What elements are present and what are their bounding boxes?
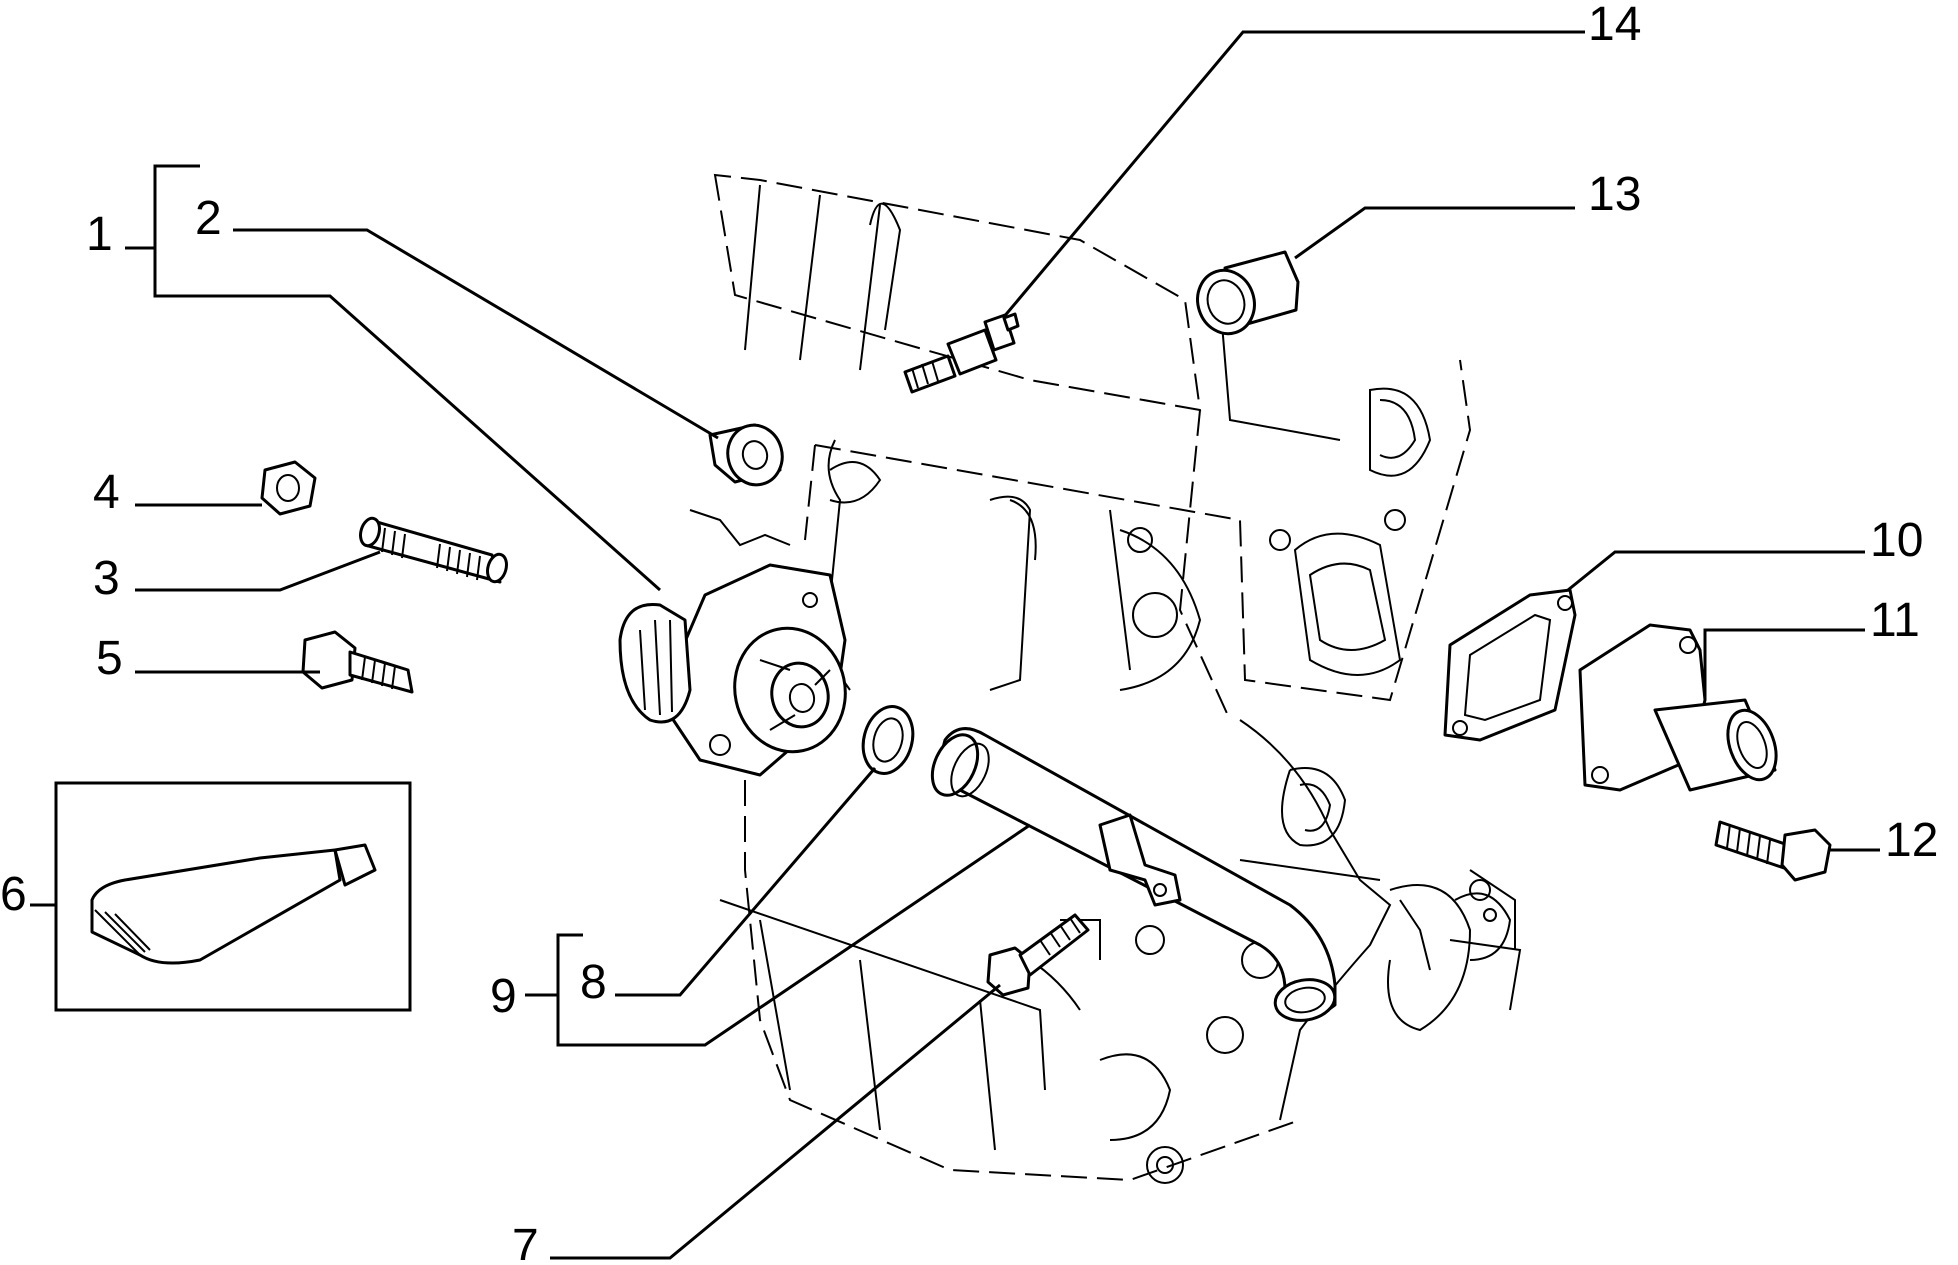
callout-7: 7 [512, 1220, 539, 1260]
callout-12: 12 [1885, 814, 1938, 867]
leader-lines [30, 30, 1880, 1260]
part-6-sealant-tube [54, 781, 412, 1012]
callout-3: 3 [93, 552, 120, 605]
callout-14: 14 [1588, 0, 1641, 51]
part-8-sealing-ring [861, 705, 915, 775]
part-2-bushing [708, 423, 784, 487]
part-12-bolt [1714, 820, 1832, 882]
part-3-stud [359, 516, 508, 584]
callout-8: 8 [580, 956, 607, 1009]
engine-block [713, 173, 1522, 1184]
callout-2: 2 [195, 192, 222, 245]
part-13-hose-fitting [1196, 250, 1300, 336]
callout-13: 13 [1588, 168, 1641, 221]
part-5-bolt [301, 630, 414, 694]
bracket-1 [153, 164, 661, 592]
callout-4: 4 [93, 466, 120, 519]
part-11-thermostat-housing [1578, 623, 1778, 792]
bracket-9 [556, 823, 1031, 1047]
callout-1: 1 [86, 208, 113, 261]
callout-11: 11 [1870, 594, 1920, 647]
part-10-gasket [1443, 588, 1577, 742]
part-4-nut [260, 460, 317, 516]
callout-6: 6 [0, 868, 27, 921]
part-9-water-pipe [930, 727, 1337, 1022]
callout-5: 5 [96, 632, 123, 685]
callout-9: 9 [490, 970, 517, 1023]
part-14-temperature-sensor [903, 312, 1020, 394]
callout-10: 10 [1870, 514, 1923, 567]
part-1-water-pump [618, 509, 847, 777]
part-7-bolt [986, 913, 1090, 997]
